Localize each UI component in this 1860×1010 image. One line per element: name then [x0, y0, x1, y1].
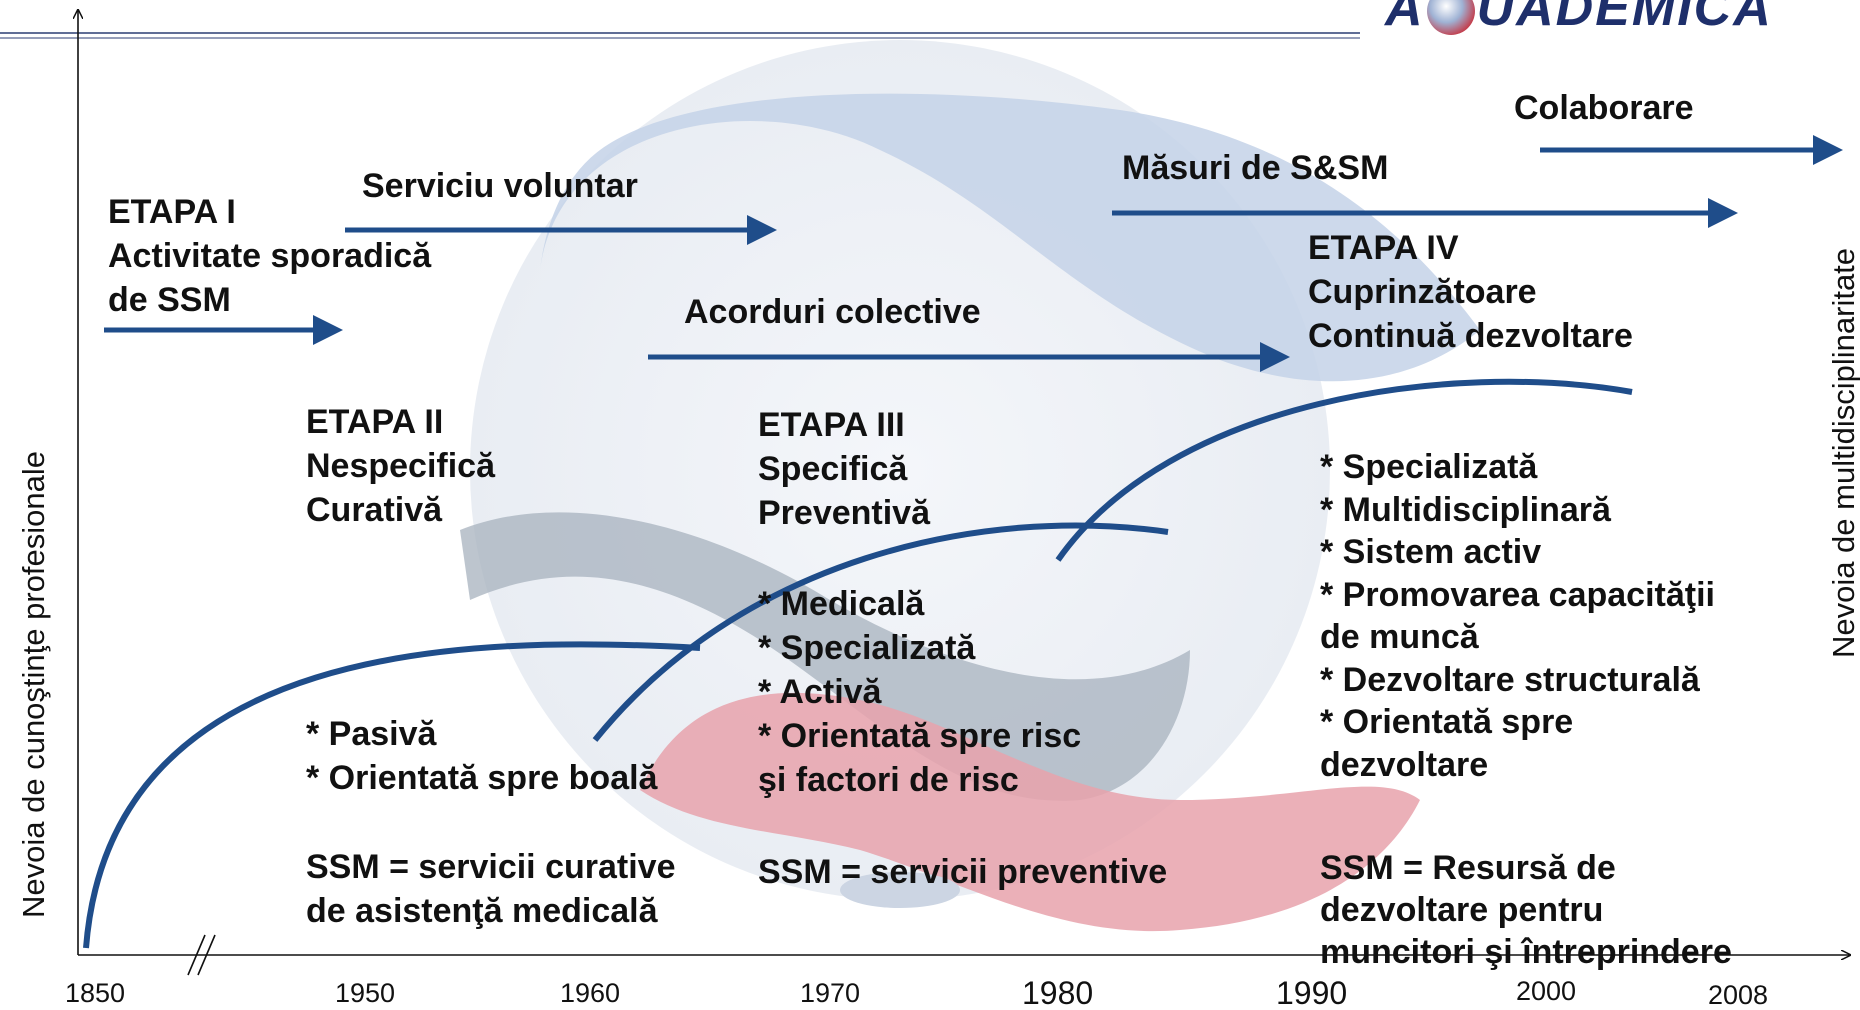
stage4-ssm-line: dezvoltare pentru [1320, 891, 1604, 929]
logo-text-left: A [1385, 0, 1425, 37]
stage2-ssm: SSM = servicii curative de asistenţă med… [306, 845, 675, 933]
stage4-ssm-line: muncitori şi întreprindere [1320, 933, 1732, 971]
stage2-line: Curativă [306, 491, 443, 529]
stage3-feature: * Activă [758, 673, 882, 711]
stage2-ssm-line: SSM = servicii curative [306, 848, 676, 886]
watermark-red-swoosh [640, 692, 1420, 932]
logo-drop-icon [1426, 0, 1475, 36]
stage3-feature: * Orientată spre risc [758, 717, 1082, 755]
x-tick-label: 1970 [800, 978, 861, 1008]
stage4-feature: * Orientată spre [1320, 703, 1574, 741]
label-masuri-ssm: Măsuri de S&SM [1122, 149, 1389, 187]
stage3-feature: * Medicală [758, 585, 925, 623]
stage4-feature: * Promovarea capacităţii [1320, 575, 1715, 614]
aquademica-logo: A UADEMICA [1385, 0, 1773, 48]
y-left-label: Nevoia de cunoştinţe profesionale [16, 450, 51, 918]
stage1-heading: ETAPA I [108, 193, 236, 231]
stage4-feature: * Multidisciplinară [1320, 490, 1611, 529]
stage4-features: * Specializată * Multidisciplinară * Sis… [1320, 446, 1715, 786]
x-tick-label: 2000 [1516, 976, 1577, 1006]
x-tick-label: 2008 [1708, 980, 1769, 1010]
stage4-ssm: SSM = Resursă de dezvoltare pentru munci… [1320, 847, 1732, 973]
stage2-feature: * Orientată spre boală [306, 759, 658, 797]
x-tick-label: 1960 [560, 978, 621, 1008]
curve-stage4 [1055, 378, 1633, 562]
label-serviciu-voluntar: Serviciu voluntar [362, 167, 638, 205]
label-acorduri-colective: Acorduri colective [684, 293, 981, 331]
stage4-feature: * Specializată [1320, 448, 1538, 486]
axis-break-mark-2 [197, 934, 216, 976]
curve-stage2 [83, 641, 701, 949]
stage3-line: Preventivă [758, 494, 930, 532]
stage2-line: Nespecifică [306, 447, 495, 485]
watermark-blue-swoosh [540, 93, 1480, 382]
stage4-feature: dezvoltare [1320, 745, 1489, 784]
stage2-heading: ETAPA II [306, 403, 444, 441]
x-tick-label: 1850 [65, 978, 126, 1008]
stage3-ssm-line: SSM = servicii preventive [758, 853, 1168, 891]
watermark-gray-band [460, 512, 1190, 801]
stage2-ssm-line: de asistenţă medicală [306, 892, 658, 930]
stage2-features: * Pasivă * Orientată spre boală [306, 712, 657, 800]
logo-text-right: UADEMICA [1476, 0, 1773, 37]
watermark-drop [840, 872, 960, 908]
stage4-feature: * Dezvoltare structurală [1320, 660, 1700, 699]
stage3-line: Specifică [758, 450, 908, 488]
stage4-feature: * Sistem activ [1320, 533, 1542, 571]
stage4-block: ETAPA IV Cuprinzătoare Continuă dezvolta… [1308, 226, 1633, 358]
stage1-block: ETAPA I Activitate sporadică de SSM [108, 190, 431, 322]
stage3-ssm: SSM = servicii preventive [758, 850, 1167, 894]
y-right-label: Nevoia de multidisciplinaritate [1826, 247, 1860, 659]
x-tick-label: 1950 [335, 978, 396, 1008]
stage3-features: * Medicală * Specializată * Activă * Ori… [758, 582, 1081, 802]
x-tick-label: 1990 [1276, 975, 1348, 1010]
stage2-feature: * Pasivă [306, 715, 437, 753]
stage4-line: Cuprinzătoare [1308, 273, 1537, 311]
stage4-ssm-line: SSM = Resursă de [1320, 849, 1616, 887]
stage3-feature: * Specializată [758, 629, 976, 667]
label-colaborare: Colaborare [1514, 89, 1694, 127]
stage4-line: Continuă dezvoltare [1308, 317, 1633, 355]
x-tick-label: 1980 [1022, 975, 1094, 1010]
stage3-block: ETAPA III Specifică Preventivă [758, 403, 930, 535]
stage3-feature: şi factori de risc [758, 761, 1019, 799]
stage4-heading: ETAPA IV [1308, 229, 1459, 267]
stage1-line: de SSM [108, 281, 231, 319]
stage2-block: ETAPA II Nespecifică Curativă [306, 400, 495, 532]
stage4-feature: de muncă [1320, 618, 1479, 656]
stage1-line: Activitate sporadică [108, 237, 432, 275]
axis-break-mark-1 [187, 934, 206, 976]
stage3-heading: ETAPA III [758, 406, 905, 444]
